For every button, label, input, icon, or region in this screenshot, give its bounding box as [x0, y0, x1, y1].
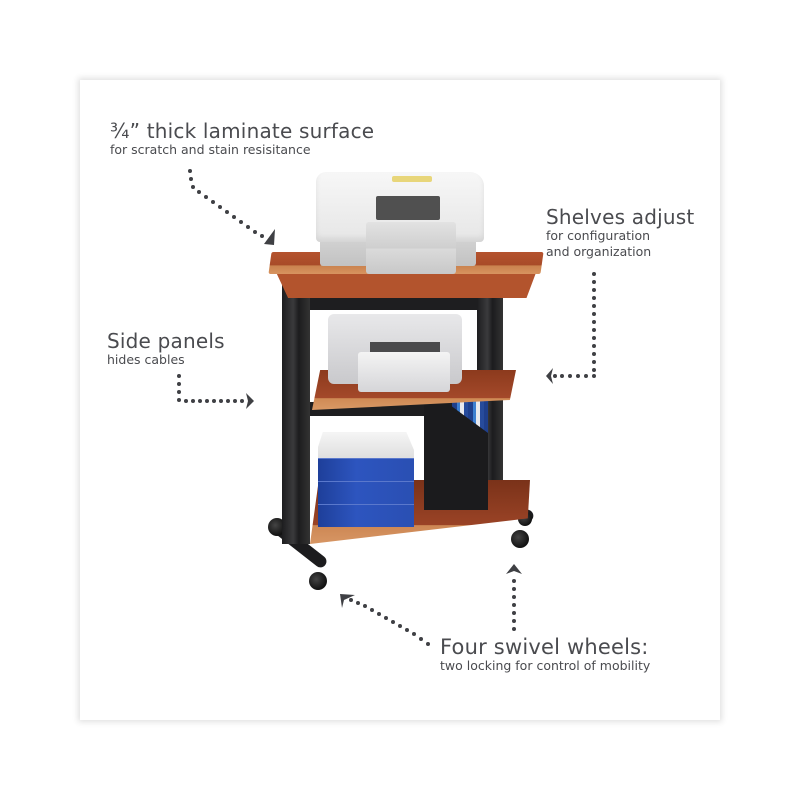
callout-title: ¾” thick laminate surface	[110, 119, 375, 143]
callout-side-panels: Side panels hides cables	[107, 330, 225, 368]
dotted-arrow-icon	[177, 374, 254, 409]
callout-subtitle-line: and organization	[546, 244, 652, 259]
callout-title: Four swivel wheels:	[440, 635, 649, 659]
dotted-arrow-icon	[188, 169, 275, 245]
callout-title: Side panels	[107, 329, 225, 353]
dotted-arrow-icon	[506, 564, 522, 631]
callout-laminate-surface: ¾” thick laminate surface for scratch an…	[110, 120, 374, 158]
callout-shelves-adjust: Shelves adjust for configuration and org…	[546, 206, 694, 260]
callout-swivel-wheels: Four swivel wheels: two locking for cont…	[440, 636, 650, 674]
callout-subtitle-line: for configuration	[546, 228, 651, 243]
callout-subtitle: for scratch and stain resisitance	[110, 142, 311, 157]
callout-title: Shelves adjust	[546, 205, 695, 229]
dotted-arrow-icon	[340, 594, 430, 646]
callout-subtitle: hides cables	[107, 352, 185, 367]
dotted-arrow-icon	[546, 272, 596, 384]
callout-subtitle: two locking for control of mobility	[440, 658, 651, 673]
